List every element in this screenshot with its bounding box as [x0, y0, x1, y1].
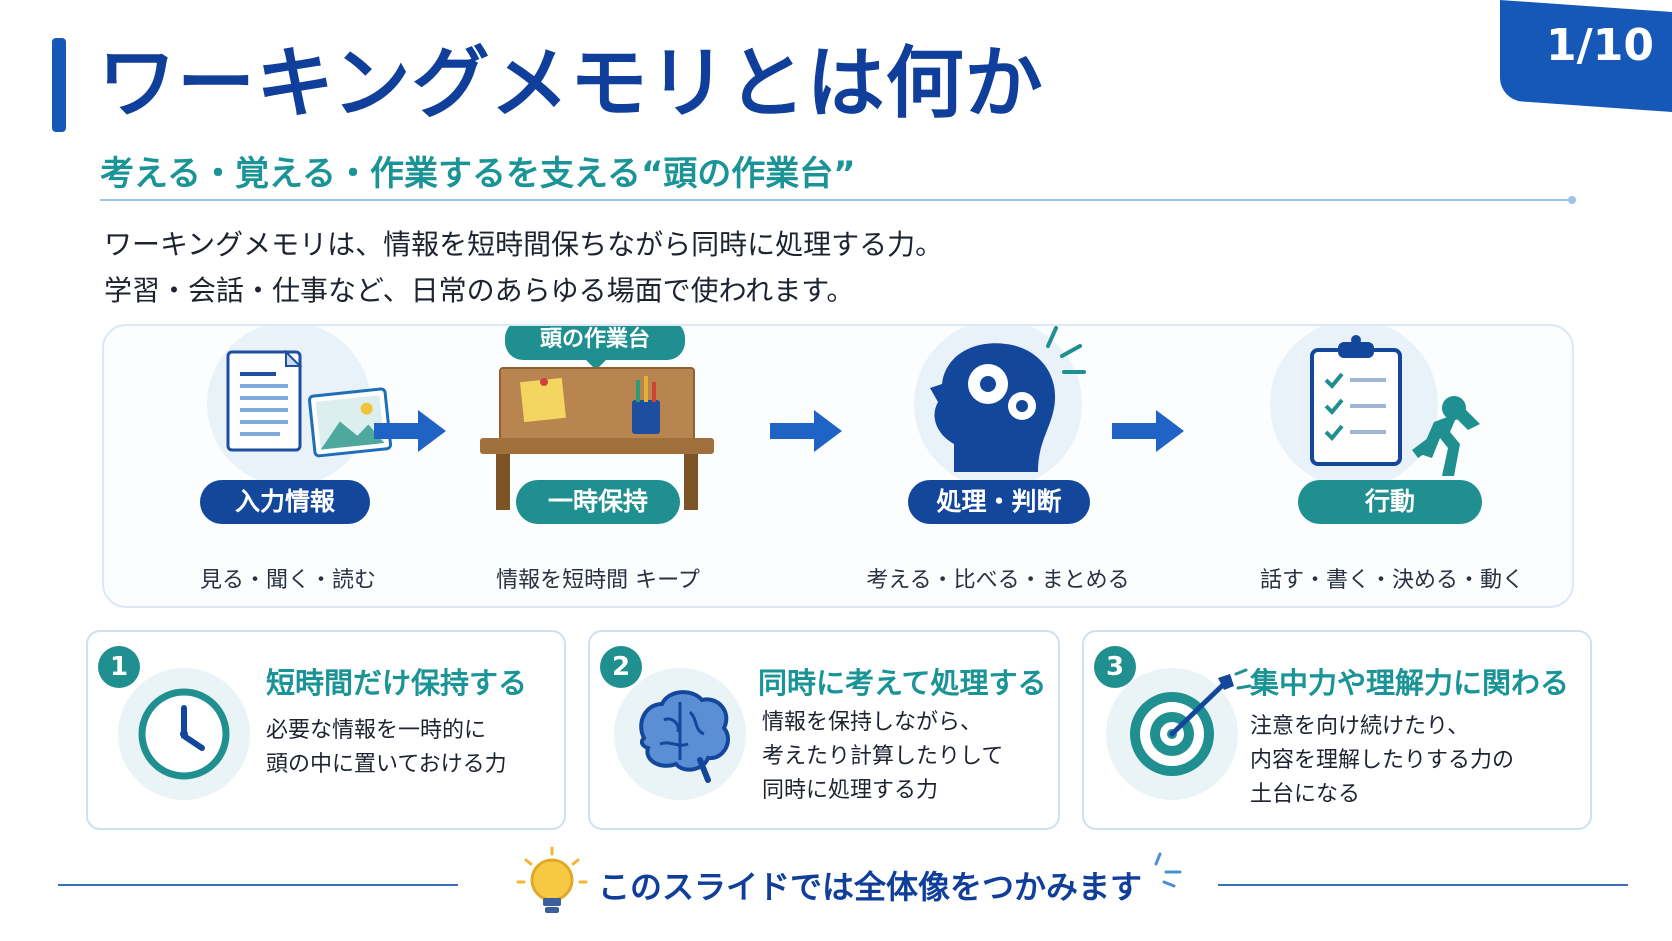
intro-text: ワーキングメモリは、情報を短時間保ちながら同時に処理する力。 学習・会話・仕事な…: [104, 222, 943, 314]
head-gears-icon: [914, 326, 1086, 488]
step-desc-hold: 情報を短時間 キープ: [496, 568, 700, 593]
flow-step-input: 入力情報 見る・聞く・読む: [154, 326, 454, 610]
card-body-line: 必要な情報を一時的に: [266, 718, 487, 743]
feature-card-1: 1 短時間だけ保持する 必要な情報を一時的に 頭の中に置いておける力: [86, 630, 566, 830]
page-subtitle: 考える・覚える・作業するを支える“頭の作業台”: [100, 154, 856, 194]
flow-step-action: 行動 話す・書く・決める・動く: [1194, 326, 1524, 610]
brain-icon: [639, 690, 730, 783]
card-number: 3: [1094, 646, 1136, 688]
card-title: 集中力や理解力に関わる: [1250, 666, 1570, 700]
step-desc-action: 話す・書く・決める・動く: [1259, 568, 1524, 593]
sparkle-lines-icon: [1154, 852, 1182, 888]
feature-card-2: 2 同時に考えて処理する 情報を保持しながら、 考えたり計算したりして 同時に処…: [588, 630, 1060, 830]
title-accent-bar: [52, 38, 66, 132]
step-label-input: 入力情報: [200, 480, 370, 524]
card-body-line: 頭の中に置いておける力: [266, 752, 507, 777]
card-body-line: 土台になる: [1250, 782, 1361, 807]
card-body: 必要な情報を一時的に 頭の中に置いておける力: [266, 714, 507, 782]
step-label-hold: 一時保持: [516, 480, 680, 524]
clock-icon: [138, 688, 230, 780]
card-title: 短時間だけ保持する: [266, 666, 528, 700]
header-divider-dot: [1568, 196, 1576, 204]
arrow-right-icon: [374, 410, 446, 452]
card-body-line: 内容を理解したりする力の: [1250, 748, 1515, 773]
step-desc-process: 考える・比べる・まとめる: [866, 568, 1130, 593]
card-body-line: 注意を向け続けたり、: [1250, 714, 1470, 739]
flow-step-process: 処理・判断 考える・比べる・まとめる: [842, 326, 1142, 610]
card-body-line: 同時に処理する力: [762, 778, 939, 803]
card-body-line: 情報を保持しながら、: [762, 710, 983, 735]
footer-message: このスライドでは全体像をつかみます: [598, 868, 1143, 906]
intro-line-2: 学習・会話・仕事など、日常のあらゆる場面で使われます。: [104, 274, 855, 307]
workbench-icon: [480, 326, 714, 510]
card-number: 1: [98, 646, 140, 688]
workbench-label: 頭の作業台: [539, 327, 650, 352]
card-body: 注意を向け続けたり、 内容を理解したりする力の 土台になる: [1250, 710, 1514, 812]
clipboard-runner-icon: [1270, 326, 1480, 488]
card-number: 2: [600, 646, 642, 688]
step-label-action: 行動: [1298, 480, 1482, 524]
document-image-icon: [207, 326, 393, 486]
target-icon: [1130, 668, 1252, 776]
feature-card-3: 3 集中力や理解力に関わる 注意を向け続けたり、 内容を理解したりする力の 土台…: [1082, 630, 1592, 830]
footer-line-left: [58, 884, 458, 886]
intro-line-1: ワーキングメモリは、情報を短時間保ちながら同時に処理する力。: [104, 228, 944, 261]
page-title: ワーキングメモリとは何か: [98, 39, 1044, 129]
process-flow-panel: 入力情報 見る・聞く・読む 頭の: [102, 324, 1574, 608]
step-label-process: 処理・判断: [908, 480, 1090, 524]
card-body-line: 考えたり計算したりして: [762, 744, 1004, 769]
lightbulb-icon: [516, 846, 588, 913]
card-body: 情報を保持しながら、 考えたり計算したりして 同時に処理する力: [762, 706, 1003, 808]
header-divider: [100, 199, 1572, 201]
arrow-right-icon: [1112, 410, 1184, 452]
arrow-right-icon: [770, 410, 842, 452]
card-title: 同時に考えて処理する: [758, 666, 1047, 700]
flow-step-hold: 頭の作業台 一時保持 情報を短時間 キープ: [460, 326, 760, 610]
page-number: 1/10: [1546, 20, 1654, 71]
step-desc-input: 見る・聞く・読む: [199, 568, 376, 593]
footer-line-right: [1218, 884, 1628, 886]
